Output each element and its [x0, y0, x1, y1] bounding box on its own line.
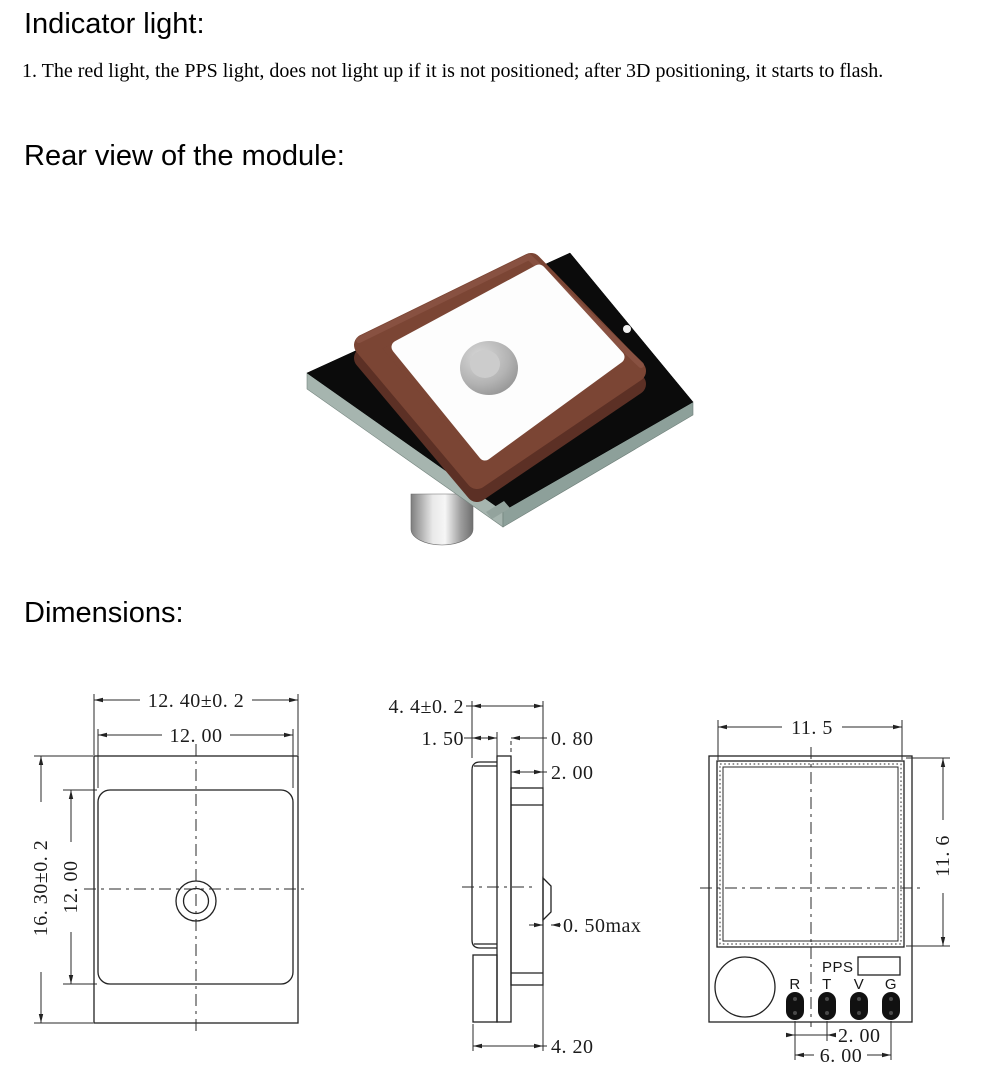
- dim-side-bump: 0. 50max: [563, 915, 641, 937]
- side-pcb-profile: [496, 755, 512, 1023]
- pps-led-outline: [857, 956, 901, 976]
- dim-front-width-outer: 12. 40±0. 2: [148, 690, 244, 712]
- pad-t: [818, 992, 836, 1020]
- dim-side-total: 4. 4±0. 2: [389, 696, 464, 718]
- mounting-hole: [623, 325, 631, 333]
- edge-component: [486, 501, 510, 519]
- dim-front-height-outer: 16. 30±0. 2: [30, 840, 52, 936]
- pad-label-t: T: [822, 976, 832, 993]
- pad-label-g: G: [885, 976, 897, 993]
- pad-r: [786, 992, 804, 1020]
- solder-pads: [786, 992, 900, 1020]
- dimension-drawings: 12. 40±0. 2 12. 00 16. 30±0. 2 12. 00: [30, 690, 954, 1067]
- front-view-drawing: 12. 40±0. 2 12. 00 16. 30±0. 2 12. 00: [30, 690, 306, 1036]
- dim-rear-pitch: 2. 00: [838, 1025, 881, 1047]
- pad-label-v: V: [854, 976, 865, 993]
- section-title-indicator-light: Indicator light:: [24, 8, 205, 40]
- dim-rear-width: 11. 5: [791, 717, 833, 739]
- rear-battery-circle: [714, 956, 776, 1018]
- pad-label-r: R: [789, 976, 800, 993]
- section-title-rear-view: Rear view of the module:: [24, 140, 345, 172]
- dim-side-patch: 1. 50: [422, 728, 465, 750]
- pad-v: [850, 992, 868, 1020]
- dim-front-height-inner: 12. 00: [60, 861, 82, 914]
- antenna-bevel-highlight: [356, 254, 644, 368]
- pad-g: [882, 992, 900, 1020]
- module-3d-image: [306, 252, 694, 546]
- side-battery-profile: [472, 954, 498, 1023]
- dim-side-shield: 2. 00: [551, 762, 594, 784]
- dim-front-width-inner: 12. 00: [170, 725, 223, 747]
- side-view-drawing: 4. 4±0. 2 1. 50 0. 80 2. 00 0. 50max: [389, 696, 641, 1058]
- front-patch-outline: [97, 789, 294, 985]
- dim-side-pcb: 0. 80: [551, 728, 594, 750]
- side-bump-profile: [542, 876, 552, 922]
- dim-rear-height: 11. 6: [932, 835, 954, 877]
- rear-view-drawing: PPS R T V G: [700, 717, 954, 1067]
- dim-rear-span: 6. 00: [820, 1045, 863, 1067]
- dim-side-bottom: 4. 20: [551, 1036, 594, 1058]
- indicator-note-text: 1. The red light, the PPS light, does no…: [22, 60, 884, 82]
- battery-cylinder: [410, 493, 474, 546]
- side-patch-profile: [471, 761, 497, 949]
- feed-point-inner: [470, 350, 500, 378]
- section-title-dimensions: Dimensions:: [24, 597, 184, 629]
- pps-label: PPS: [822, 959, 854, 976]
